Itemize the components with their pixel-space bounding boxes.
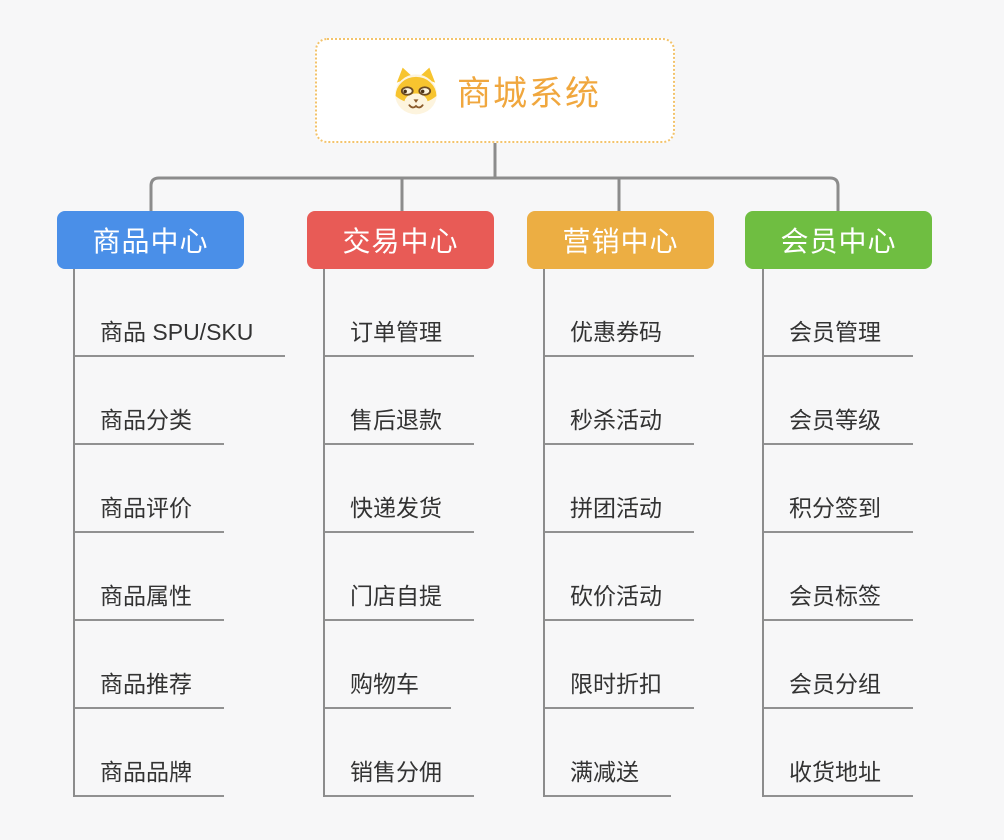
node-item[interactable]: 订单管理 (323, 269, 474, 357)
node-label: 会员等级 (762, 401, 913, 445)
node-label: 商品品牌 (73, 753, 224, 797)
node-label: 收货地址 (762, 753, 913, 797)
node-label: 销售分佣 (323, 753, 474, 797)
node-label: 拼团活动 (543, 489, 694, 533)
node-item[interactable]: 拼团活动 (543, 445, 694, 533)
node-label: 砍价活动 (543, 577, 694, 621)
branch-column-member-center: 会员管理 会员等级 积分签到 会员标签 会员分组 收货地址 (762, 269, 913, 797)
branch-column-trade-center: 订单管理 售后退款 快递发货 门店自提 购物车 销售分佣 (323, 269, 474, 797)
trunk-line (543, 269, 545, 797)
node-item[interactable]: 商品推荐 (73, 621, 285, 709)
branch-column-marketing-center: 优惠券码 秒杀活动 拼团活动 砍价活动 限时折扣 满减送 (543, 269, 694, 797)
node-item[interactable]: 商品 SPU/SKU (73, 269, 286, 357)
node-label: 优惠券码 (543, 313, 694, 357)
root-title: 商城系统 (457, 75, 601, 113)
branch-header-marketing-center[interactable]: 营销中心 (527, 211, 714, 269)
trunk-line (73, 269, 75, 797)
node-label: 门店自提 (323, 577, 474, 621)
node-item[interactable]: 优惠券码 (543, 269, 694, 357)
node-label: 快递发货 (323, 489, 474, 533)
node-item[interactable]: 门店自提 (323, 533, 474, 621)
node-label: 会员分组 (762, 665, 913, 709)
node-item[interactable]: 快递发货 (323, 445, 474, 533)
node-item[interactable]: 砍价活动 (543, 533, 694, 621)
node-label: 售后退款 (323, 401, 474, 445)
node-item[interactable]: 会员分组 (762, 621, 913, 709)
node-item[interactable]: 积分签到 (762, 445, 913, 533)
node-item[interactable]: 限时折扣 (543, 621, 694, 709)
trunk-line (762, 269, 764, 797)
node-label: 商品 SPU/SKU (73, 313, 286, 357)
node-item[interactable]: 满减送 (543, 709, 694, 797)
node-item[interactable]: 商品评价 (73, 445, 285, 533)
node-label: 商品推荐 (73, 665, 224, 709)
node-label: 商品分类 (73, 401, 224, 445)
node-label: 限时折扣 (543, 665, 694, 709)
branch-header-member-center[interactable]: 会员中心 (745, 211, 932, 269)
node-label: 积分签到 (762, 489, 913, 533)
node-label: 订单管理 (323, 313, 474, 357)
node-item[interactable]: 销售分佣 (323, 709, 474, 797)
trunk-line (323, 269, 325, 797)
root-node[interactable]: 商城系统 (315, 38, 675, 143)
node-item[interactable]: 会员管理 (762, 269, 913, 357)
node-label: 会员管理 (762, 313, 913, 357)
branch-rail-line (149, 176, 840, 211)
node-item[interactable]: 会员等级 (762, 357, 913, 445)
node-label: 满减送 (543, 753, 671, 797)
branch-header-trade-center[interactable]: 交易中心 (307, 211, 494, 269)
node-label: 商品属性 (73, 577, 224, 621)
node-item[interactable]: 收货地址 (762, 709, 913, 797)
node-item[interactable]: 商品分类 (73, 357, 285, 445)
node-item[interactable]: 售后退款 (323, 357, 474, 445)
branch-column-product-center: 商品 SPU/SKU 商品分类 商品评价 商品属性 商品推荐 商品品牌 (73, 269, 286, 797)
node-item[interactable]: 会员标签 (762, 533, 913, 621)
node-item[interactable]: 商品品牌 (73, 709, 285, 797)
node-label: 秒杀活动 (543, 401, 694, 445)
node-label: 会员标签 (762, 577, 913, 621)
node-label: 购物车 (323, 665, 451, 709)
node-item[interactable]: 购物车 (323, 621, 474, 709)
branch-header-product-center[interactable]: 商品中心 (57, 211, 244, 269)
shiba-dog-icon (395, 67, 437, 114)
node-label: 商品评价 (73, 489, 224, 533)
node-item[interactable]: 秒杀活动 (543, 357, 694, 445)
node-item[interactable]: 商品属性 (73, 533, 285, 621)
